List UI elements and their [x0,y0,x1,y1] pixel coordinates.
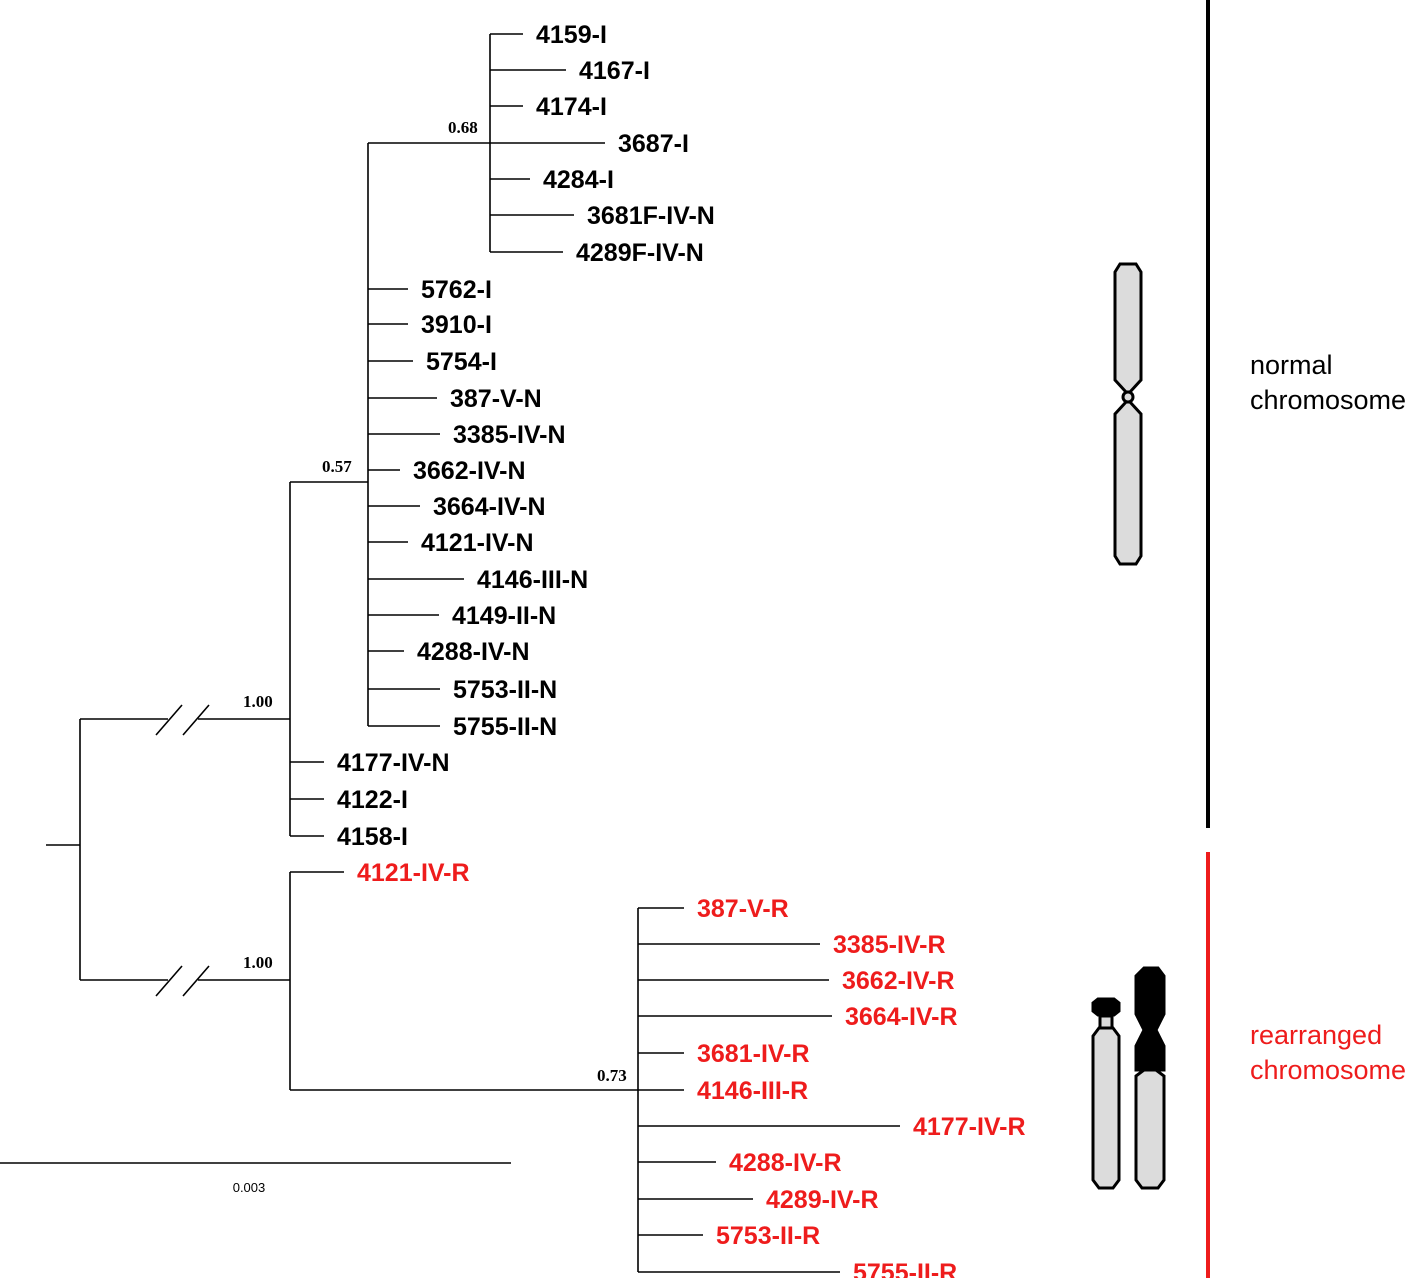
tip-label-t16: 4149-II-N [452,602,556,630]
tip-label-t8: 3910-I [421,311,492,339]
support-clade-073: 0.73 [597,1066,627,1085]
tip-label-t33: 5753-II-R [716,1222,820,1250]
tip-label-t5: 3681F-IV-N [587,202,715,230]
support-root-lower: 1.00 [243,953,273,972]
tip-label-t27: 3664-IV-R [845,1003,958,1031]
tip-label-t32: 4289-IV-R [766,1186,879,1214]
large-chromosome-dark-segment [1134,966,1166,1072]
tip-label-t13: 3664-IV-N [433,493,546,521]
legend-rearranged-line1: rearranged [1250,1020,1382,1050]
tip-label-t29: 4146-III-R [697,1077,808,1105]
tip-label-t26: 3662-IV-R [842,967,955,995]
tip-label-t2: 4174-I [536,93,607,121]
large-chromosome-light-segment [1134,1068,1166,1190]
tip-label-t1: 4167-I [579,57,650,85]
tip-label-t21: 4122-I [337,786,408,814]
tip-label-t15: 4146-III-N [477,566,588,594]
normal-chromosome-icon [1113,262,1143,566]
branch-break-marks [155,704,210,997]
break-mark-lower-2 [182,965,210,997]
tip-label-t7: 5762-I [421,276,492,304]
tip-label-t3: 3687-I [618,130,689,158]
tip-label-t0: 4159-I [536,21,607,49]
tip-label-t22: 4158-I [337,823,408,851]
tip-label-t6: 4289F-IV-N [576,239,704,267]
tip-label-t12: 3662-IV-N [413,457,526,485]
tip-label-t34: 5755-II-R [853,1259,957,1278]
break-mark-upper-1 [155,704,183,736]
break-mark-upper-2 [182,704,210,736]
normal-chromosome-upper-arm [1113,262,1143,394]
break-gap-upper [168,711,198,727]
break-mark-lower-1 [155,965,183,997]
support-root-upper: 1.00 [243,692,273,711]
tip-label-t14: 4121-IV-N [421,529,534,557]
legend-rearranged-line2: chromosome [1250,1055,1406,1085]
tip-label-t24: 387-V-R [697,895,789,923]
tip-branches [290,33,900,1273]
tip-label-t20: 4177-IV-N [337,749,450,777]
break-gap-lower [168,972,198,988]
legend-normal-line2: chromosome [1250,385,1406,415]
small-chromosome-head [1091,997,1121,1017]
support-clade-068: 0.68 [448,118,478,137]
tip-label-t11: 3385-IV-N [453,421,566,449]
small-chromosome-neck [1098,1014,1114,1030]
tip-label-t19: 5755-II-N [453,713,557,741]
support-clade-057: 0.57 [322,457,352,476]
normal-chromosome-lower-arm [1113,400,1143,566]
tip-label-t17: 4288-IV-N [417,638,530,666]
tip-label-t25: 3385-IV-R [833,931,946,959]
tip-label-t18: 5753-II-N [453,676,557,704]
scale-bar-label: 0.003 [233,1180,266,1195]
tip-label-t31: 4288-IV-R [729,1149,842,1177]
rearranged-large-chromosome-icon [1134,966,1166,1190]
tip-label-t4: 4284-I [543,166,614,194]
rearranged-small-chromosome-icon [1091,997,1121,1190]
tip-label-t10: 387-V-N [450,385,542,413]
legend-normal-line1: normal [1250,350,1333,380]
tip-label-t23: 4121-IV-R [357,859,470,887]
tip-label-t9: 5754-I [426,348,497,376]
tree-branches [46,34,639,1272]
tip-label-t30: 4177-IV-R [913,1113,1026,1141]
small-chromosome-body [1091,1026,1121,1190]
tip-label-t28: 3681-IV-R [697,1040,810,1068]
